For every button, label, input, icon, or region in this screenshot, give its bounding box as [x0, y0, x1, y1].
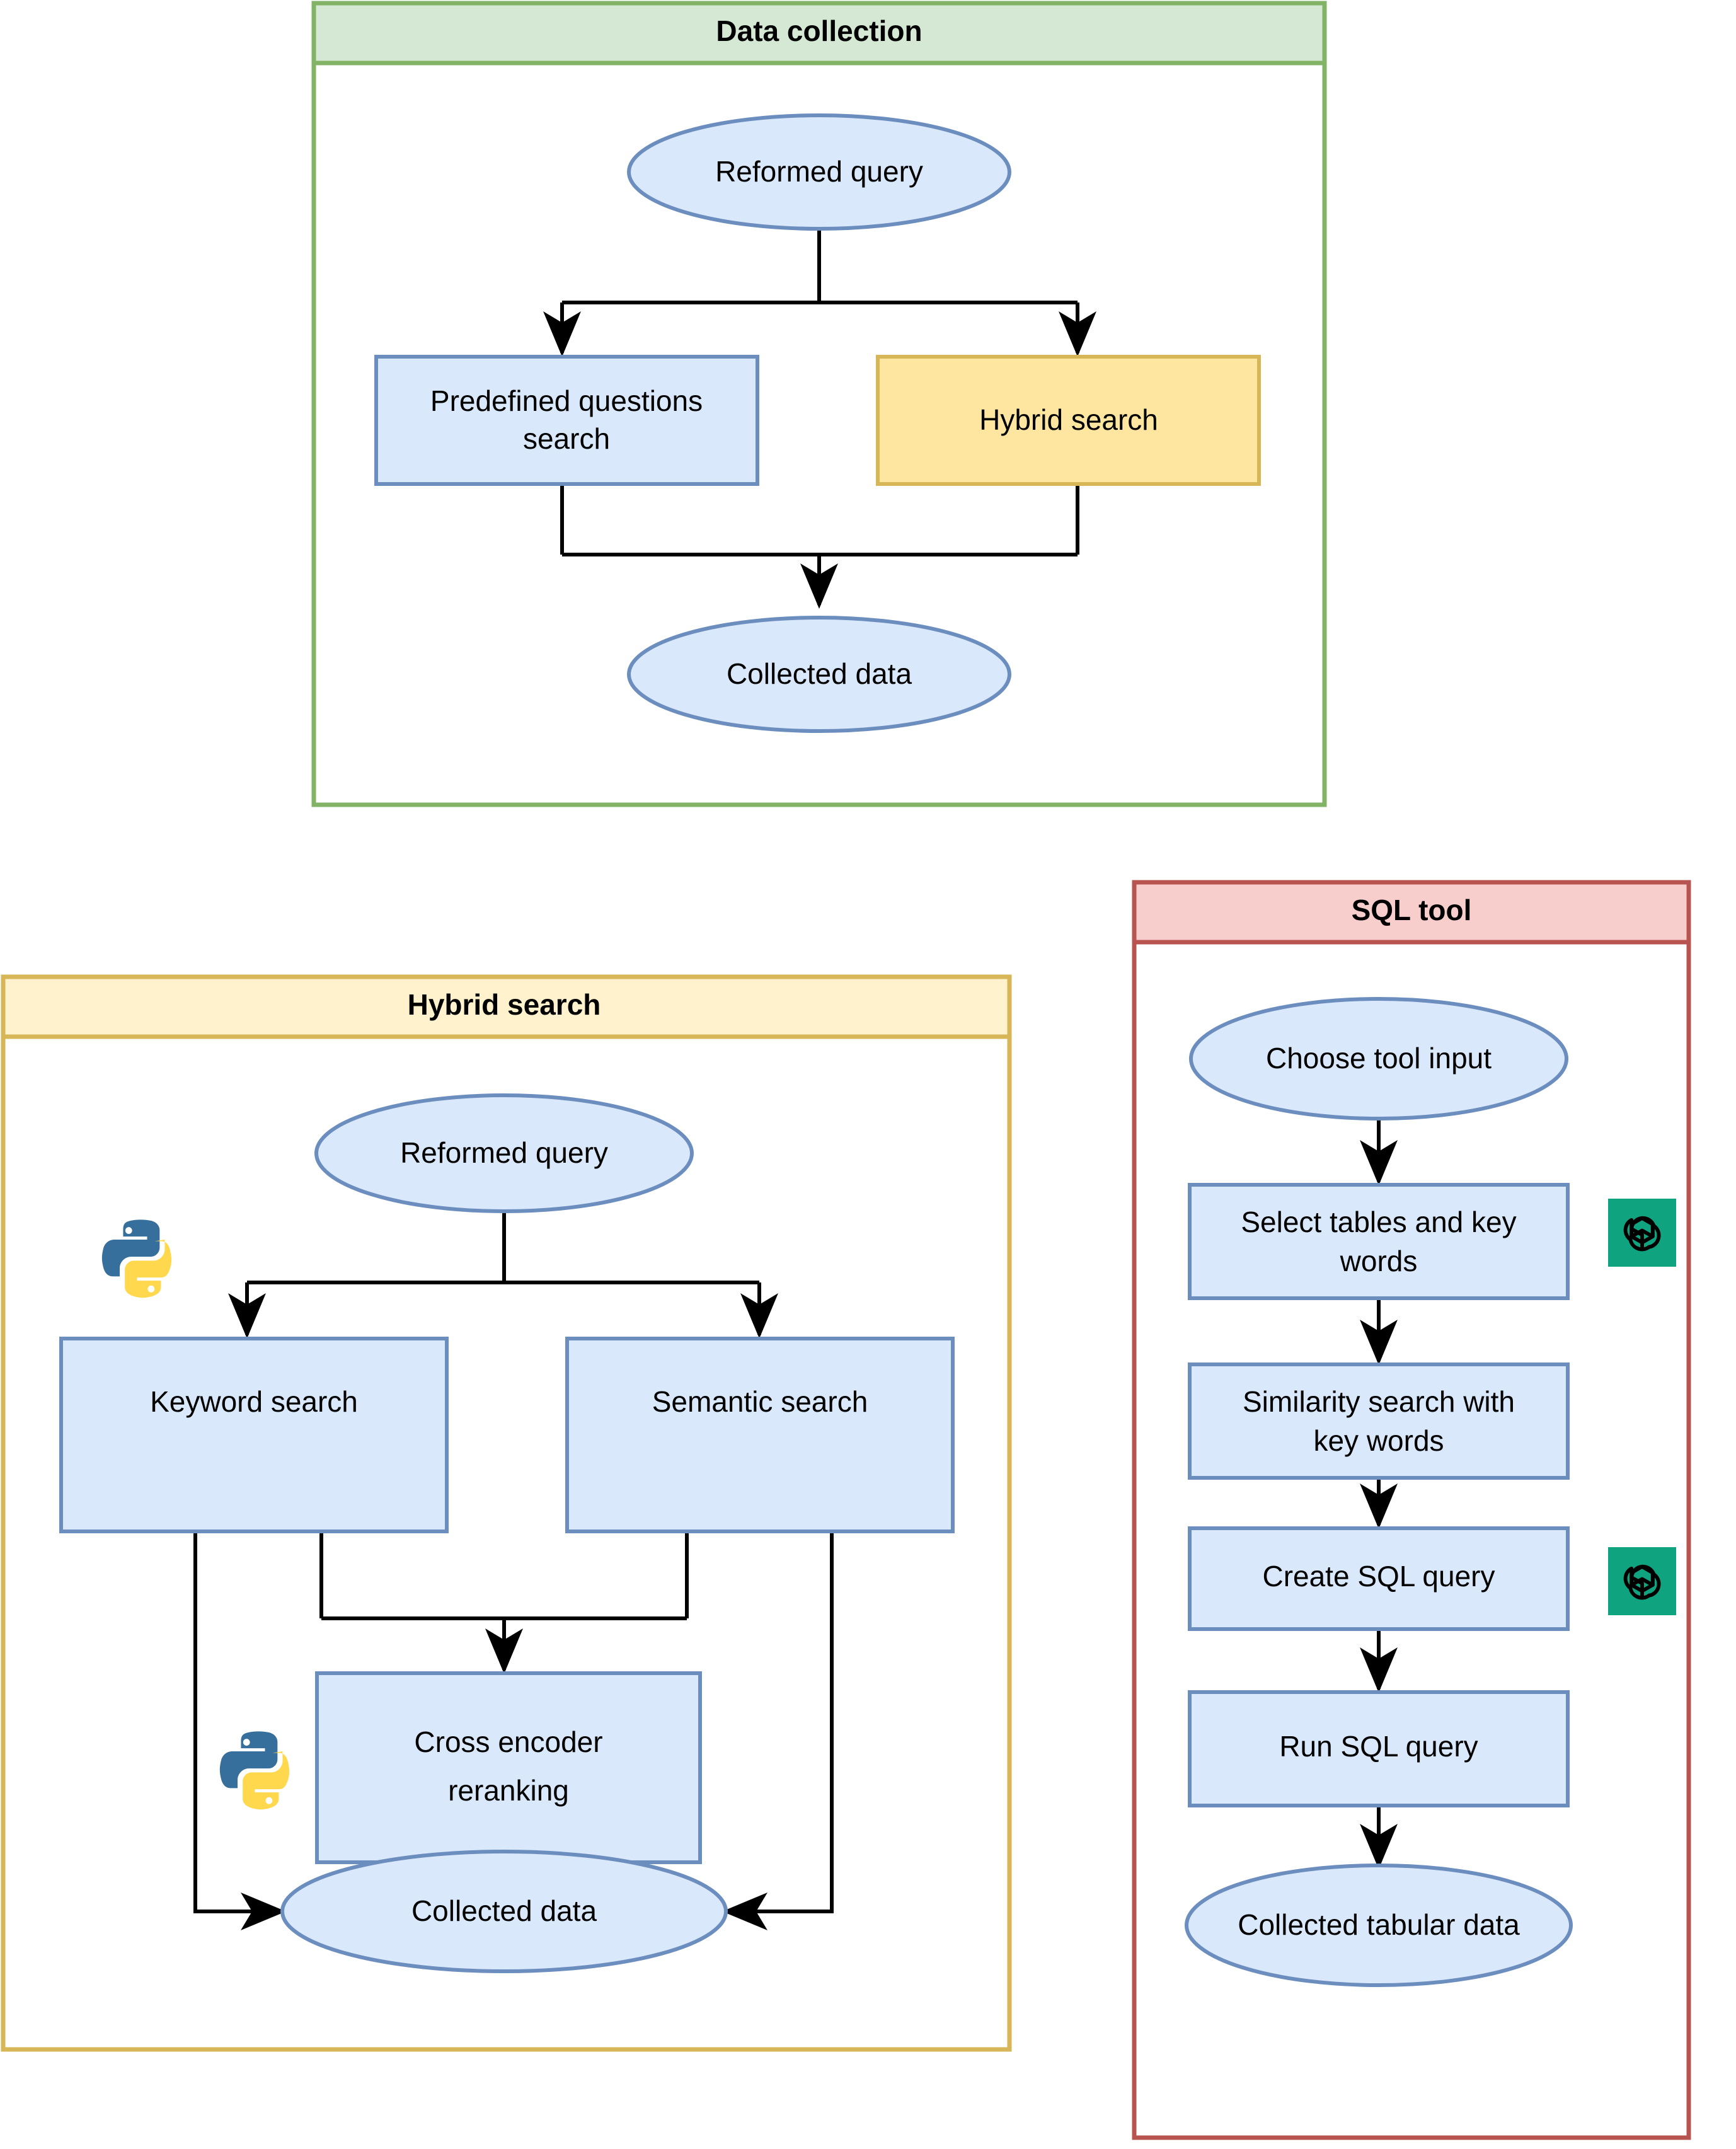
panel-hybrid-search-header [1, 974, 1012, 1039]
node-sql-choose-tool-input-shape [1189, 997, 1568, 1121]
panel-data-collection: Data collection Reformed query Predefine… [311, 1, 1327, 807]
node-dc-predefined-questions-search-shape [374, 355, 759, 486]
openai-logo-icon [1608, 1547, 1676, 1615]
node-hs-semantic-search-label: Semantic search [652, 1385, 868, 1418]
node-hs-cross-encoder-reranking-shape [315, 1671, 702, 1864]
node-sql-select-tables-and-key-words-label-line2: words [1340, 1245, 1418, 1277]
node-hs-collected-data-shape [280, 1850, 728, 1973]
node-dc-reformed-query-label: Reformed query [715, 155, 923, 188]
node-dc-collected-data-label: Collected data [727, 657, 912, 690]
node-dc-hybrid-search-label: Hybrid search [979, 403, 1158, 436]
node-sql-create-sql-query-label: Create SQL query [1262, 1560, 1495, 1593]
node-hs-collected-data[interactable]: Collected data [280, 1850, 728, 1973]
node-hs-semantic-search-shape [565, 1337, 955, 1533]
node-dc-collected-data[interactable]: Collected data [627, 616, 1011, 733]
node-hs-cross-encoder-reranking-label-line1: Cross encoder [414, 1726, 602, 1758]
node-hs-semantic-search[interactable]: Semantic search [565, 1337, 955, 1533]
node-sql-collected-tabular-data-shape [1185, 1864, 1573, 1987]
panel-sql-tool-header [1132, 880, 1691, 945]
node-dc-hybrid-search-shape [876, 355, 1261, 486]
panel-sql-tool: SQL tool Choose tool input Select tables… [1132, 880, 1691, 2140]
node-dc-reformed-query-shape [627, 113, 1011, 231]
node-dc-predefined-questions-search[interactable]: Predefined questions search [374, 355, 759, 486]
node-sql-create-sql-query-shape [1188, 1526, 1570, 1631]
node-dc-predefined-questions-search-label-line2: search [523, 422, 610, 455]
node-sql-similarity-search-with-key-words[interactable]: Similarity search with key words [1188, 1363, 1570, 1480]
node-dc-reformed-query[interactable]: Reformed query [627, 113, 1011, 231]
edge-hs-keyword-to-collected [193, 1531, 286, 1930]
node-sql-similarity-search-with-key-words-label-line2: key words [1313, 1424, 1444, 1457]
node-sql-select-tables-and-key-words-shape [1188, 1183, 1570, 1300]
panel-hybrid-search: Hybrid search Reformed query Keyword sea… [1, 974, 1012, 2052]
node-dc-hybrid-search[interactable]: Hybrid search [876, 355, 1261, 486]
node-sql-select-tables-and-key-words-label-line1: Select tables and key [1241, 1206, 1516, 1238]
node-hs-reformed-query-label: Reformed query [400, 1136, 608, 1169]
node-sql-run-sql-query-shape [1188, 1690, 1570, 1807]
node-hs-reformed-query[interactable]: Reformed query [314, 1093, 694, 1213]
node-sql-run-sql-query-label: Run SQL query [1279, 1730, 1478, 1763]
node-hs-keyword-search[interactable]: Keyword search [59, 1337, 449, 1533]
node-dc-collected-data-shape [627, 616, 1011, 733]
panel-data-collection-title: Data collection [716, 14, 922, 47]
node-hs-cross-encoder-reranking-label-line2: reranking [448, 1774, 569, 1807]
panel-data-collection-header [311, 1, 1327, 66]
openai-logo-icon [1608, 1199, 1676, 1267]
node-sql-collected-tabular-data[interactable]: Collected tabular data [1185, 1864, 1573, 1987]
node-hs-keyword-search-shape [59, 1337, 449, 1533]
node-dc-predefined-questions-search-label-line1: Predefined questions [430, 384, 703, 417]
node-sql-create-sql-query[interactable]: Create SQL query [1188, 1526, 1570, 1631]
edge-hs-semantic-to-collected [722, 1531, 834, 1930]
node-sql-similarity-search-with-key-words-label-line1: Similarity search with [1243, 1385, 1515, 1418]
node-hs-cross-encoder-reranking[interactable]: Cross encoder reranking [315, 1671, 702, 1864]
panel-sql-tool-title: SQL tool [1352, 894, 1472, 926]
node-sql-run-sql-query[interactable]: Run SQL query [1188, 1690, 1570, 1807]
node-hs-keyword-search-label: Keyword search [150, 1385, 358, 1418]
node-sql-choose-tool-input-label: Choose tool input [1266, 1042, 1492, 1074]
node-hs-collected-data-label: Collected data [411, 1894, 597, 1927]
node-sql-similarity-search-with-key-words-shape [1188, 1363, 1570, 1480]
node-sql-collected-tabular-data-label: Collected tabular data [1238, 1908, 1520, 1941]
node-sql-select-tables-and-key-words[interactable]: Select tables and key words [1188, 1183, 1570, 1300]
panel-hybrid-search-title: Hybrid search [408, 988, 601, 1021]
node-hs-reformed-query-shape [314, 1093, 694, 1213]
node-sql-choose-tool-input[interactable]: Choose tool input [1189, 997, 1568, 1121]
